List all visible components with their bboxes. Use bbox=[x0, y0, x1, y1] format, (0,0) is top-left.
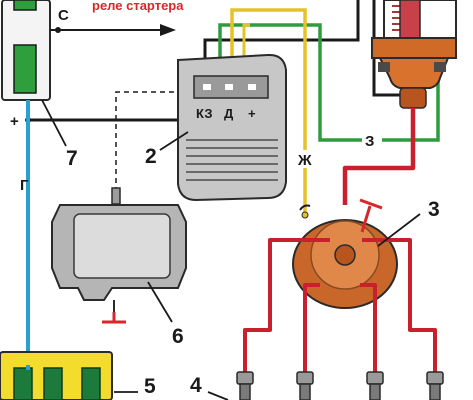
red-plug-wire-3 bbox=[360, 283, 377, 375]
red-plug-wire-4 bbox=[362, 238, 437, 375]
dashed-control-line bbox=[115, 91, 192, 188]
switch-label-c: С bbox=[58, 7, 69, 24]
ignition-switch bbox=[1, 0, 51, 101]
part-number-4: 4 bbox=[190, 374, 202, 397]
ignition-unit-cover bbox=[73, 213, 171, 279]
part-number-6: 6 bbox=[172, 325, 184, 348]
leader-4 bbox=[207, 391, 229, 400]
voltage-regulator: КЗ Д + bbox=[177, 53, 287, 202]
black-main-wire bbox=[28, 0, 360, 122]
coil-terminal-right bbox=[434, 62, 446, 72]
distributor-center-terminal bbox=[334, 244, 356, 266]
regulator-terminal-plus-slot bbox=[248, 84, 256, 90]
part-number-2: 2 bbox=[145, 145, 157, 168]
ground-icon-ignition-unit bbox=[102, 312, 126, 324]
distributor-terminal-zh bbox=[301, 211, 309, 219]
ignition-coil bbox=[371, 0, 457, 109]
wire-label-zh: Ж bbox=[297, 152, 312, 169]
coil-output-boot bbox=[399, 87, 427, 109]
spark-plug-4 bbox=[426, 371, 444, 400]
wire-label-z-bg bbox=[362, 133, 382, 148]
part-number-3: 3 bbox=[428, 198, 440, 221]
spark-plug-2 bbox=[296, 371, 314, 400]
wire-label-z: З bbox=[365, 133, 374, 150]
regulator-terminal-kz-slot bbox=[203, 84, 211, 90]
arrow-to-starter-relay bbox=[160, 24, 176, 36]
leader-7 bbox=[41, 99, 67, 147]
ignition-unit-connector bbox=[111, 187, 121, 205]
spark-plug-3 bbox=[366, 371, 384, 400]
red-plug-wire-1 bbox=[243, 238, 330, 375]
distributor bbox=[292, 198, 398, 309]
leader-3 bbox=[377, 213, 421, 247]
switch-label-plus: + bbox=[10, 113, 19, 130]
red-plug-wire-2 bbox=[303, 283, 320, 375]
regulator-fins bbox=[186, 139, 278, 181]
spark-plugs bbox=[236, 371, 444, 400]
coil-terminal-left bbox=[378, 62, 390, 72]
green-wire-z bbox=[218, 23, 440, 142]
switch-contact-top bbox=[13, 0, 37, 11]
starter-relay-caption: реле стартера bbox=[92, 0, 184, 13]
spark-plug-1 bbox=[236, 371, 254, 400]
regulator-terminal-d: Д bbox=[224, 106, 234, 121]
coil-winding bbox=[392, 5, 404, 31]
leader-6 bbox=[147, 281, 173, 323]
fuse-block bbox=[0, 351, 113, 400]
coil-base bbox=[378, 57, 450, 89]
wire-label-zh-bg bbox=[297, 150, 315, 168]
part-number-7: 7 bbox=[66, 147, 78, 170]
coil-flange bbox=[371, 37, 457, 59]
regulator-terminal-d-slot bbox=[225, 84, 233, 90]
ground-icon-distributor bbox=[359, 198, 383, 233]
fuse-contact-3 bbox=[81, 367, 101, 400]
part-number-5: 5 bbox=[144, 375, 156, 398]
ignition-unit bbox=[51, 187, 187, 324]
regulator-terminal-kz: КЗ bbox=[196, 106, 213, 121]
yellow-wire-zh bbox=[230, 8, 307, 215]
wire-label-g: Г bbox=[20, 177, 29, 194]
switch-contact-bottom bbox=[13, 44, 37, 94]
red-ht-coil-wire bbox=[342, 108, 416, 205]
leader-2 bbox=[159, 131, 189, 151]
fuse-contact-1 bbox=[13, 367, 33, 400]
coil-core bbox=[399, 0, 421, 39]
regulator-terminal-plus: + bbox=[248, 106, 256, 121]
black-coil-wire bbox=[372, 0, 400, 97]
fuse-contact-2 bbox=[43, 367, 63, 400]
distributor-yellow-entry bbox=[299, 204, 311, 211]
